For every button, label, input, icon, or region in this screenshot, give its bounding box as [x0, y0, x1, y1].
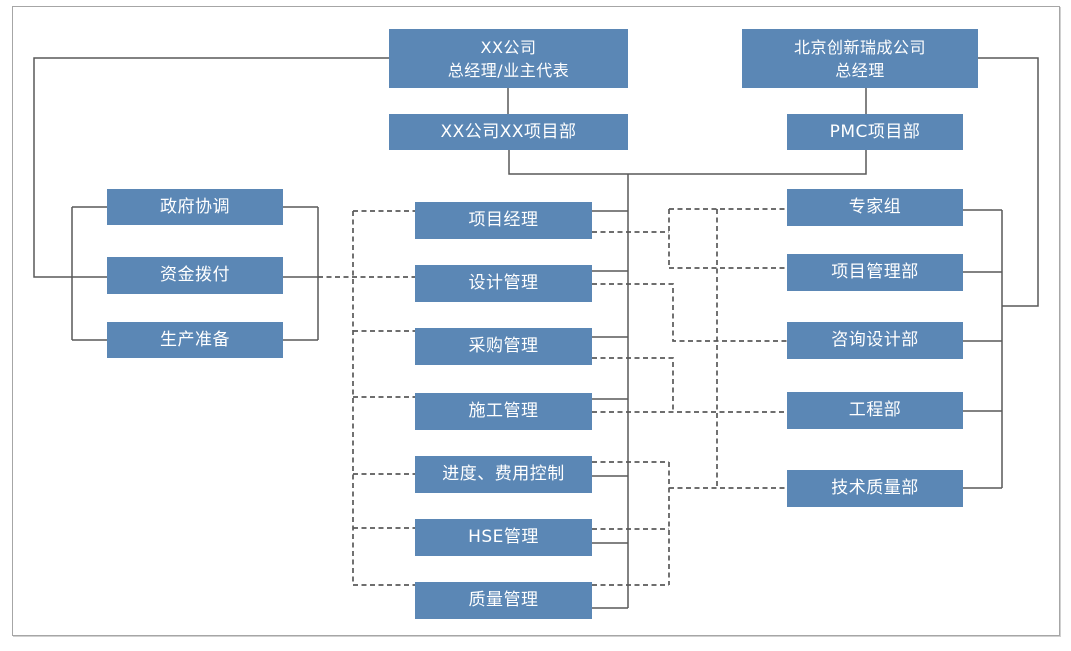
node-label: 工程部 [848, 400, 902, 420]
node-fund-allocation: 资金拨付 [107, 257, 283, 294]
node-label: 项目管理部 [831, 262, 919, 282]
node-pmc-project-dept: PMC项目部 [787, 114, 963, 150]
node-label: 资金拨付 [160, 265, 230, 285]
node-design-management: 设计管理 [415, 265, 592, 302]
edge-owner-gm-to-support-group [33, 57, 389, 278]
node-project-manager: 项目经理 [415, 202, 592, 239]
node-hse-management: HSE管理 [415, 519, 592, 556]
node-label: 技术质量部 [831, 478, 919, 498]
edge-pmc-gm-to-departments [978, 57, 1039, 307]
node-label: PMC项目部 [829, 121, 921, 142]
node-label: 总经理/业主代表 [447, 60, 570, 80]
node-expert-group: 专家组 [787, 189, 963, 226]
edge-procurement-to-engineering [592, 357, 674, 412]
node-tech-quality-dept: 技术质量部 [787, 470, 963, 507]
node-production-preparation: 生产准备 [107, 322, 283, 358]
node-label: 北京创新瑞成公司 [793, 37, 926, 57]
node-label: 专家组 [848, 197, 902, 217]
node-label: 政府协调 [160, 196, 230, 217]
node-label: 采购管理 [468, 336, 539, 356]
node-pmc-company-gm: 北京创新瑞成公司总经理 [742, 29, 978, 88]
node-label: XX公司 [480, 37, 537, 57]
node-label: 质量管理 [468, 590, 539, 610]
node-label: 生产准备 [160, 329, 230, 350]
node-label: 进度、费用控制 [442, 464, 565, 484]
node-procurement-management: 采购管理 [415, 328, 592, 365]
node-label: 项目经理 [468, 210, 539, 230]
node-label: XX公司XX项目部 [440, 121, 577, 142]
edge-project-dept-bus [508, 150, 867, 175]
node-consulting-design-dept: 咨询设计部 [787, 322, 963, 359]
node-quality-management: 质量管理 [415, 582, 592, 619]
node-schedule-cost-control: 进度、费用控制 [415, 456, 592, 493]
node-engineering-dept: 工程部 [787, 392, 963, 429]
node-owner-gm: XX公司总经理/业主代表 [389, 29, 628, 88]
node-label: 咨询设计部 [831, 330, 919, 350]
node-construction-management: 施工管理 [415, 393, 592, 430]
node-gov-coordination: 政府协调 [107, 189, 283, 225]
node-label: 设计管理 [468, 273, 539, 293]
edge-design-to-consulting-design [592, 283, 787, 342]
node-project-management-dept: 项目管理部 [787, 254, 963, 291]
node-label: 施工管理 [468, 401, 539, 421]
node-label: 总经理 [835, 60, 885, 80]
node-owner-project-dept: XX公司XX项目部 [389, 114, 628, 150]
node-label: HSE管理 [468, 527, 539, 547]
